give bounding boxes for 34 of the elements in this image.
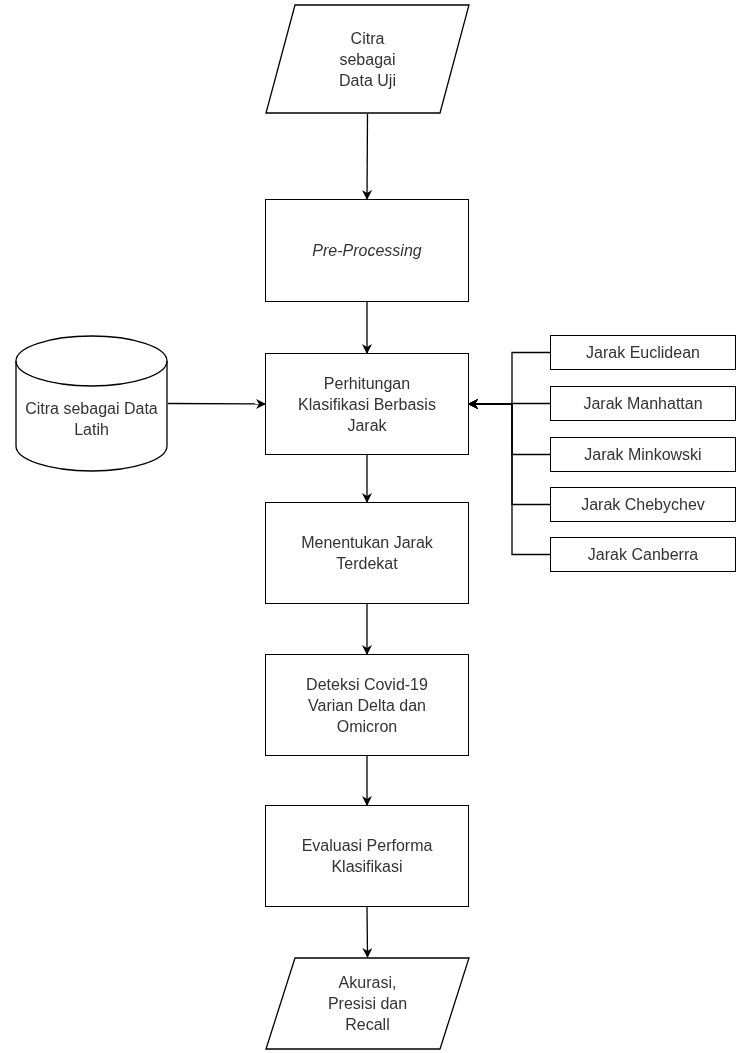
arrow [362, 603, 372, 655]
process-box [265, 654, 469, 756]
arrow [362, 454, 372, 503]
node-label: Perhitungan Klasifikasi Berbasis Jarak [297, 373, 437, 436]
node-label: Citra sebagai Data Latih [24, 398, 159, 440]
node-label: Jarak Canberra [586, 545, 700, 565]
node-label: Deteksi Covid-19 Varian Delta dan Omicron [305, 674, 429, 737]
arrow [362, 906, 373, 958]
data-parallelogram [265, 957, 470, 1050]
arrow [362, 301, 372, 354]
node-label: Evaluasi Performa Klasifikasi [300, 836, 434, 877]
process-box [265, 353, 469, 455]
node-label: Jarak Minkowski [583, 445, 703, 465]
arrow [362, 755, 372, 806]
arrow [362, 113, 373, 200]
node-label: Jarak Euclidean [585, 343, 701, 363]
process-box [550, 437, 736, 472]
data-parallelogram [265, 4, 470, 114]
process-box [550, 537, 736, 572]
arrow [468, 399, 551, 556]
node-label: Citra sebagai Data Uji [338, 28, 397, 91]
process-box [265, 502, 469, 604]
arrow [167, 398, 266, 409]
process-box [550, 487, 736, 522]
node-label: Menentukan Jarak Terdekat [300, 533, 434, 574]
node-label: Jarak Manhattan [582, 394, 704, 414]
process-box [550, 386, 736, 421]
database-cylinder [15, 335, 168, 472]
node-label: Akurasi, Presisi dan Recall [326, 973, 409, 1035]
process-box [265, 199, 469, 302]
node-label: Pre-Processing [311, 241, 423, 261]
process-box [265, 805, 469, 907]
node-label: Jarak Chebychev [580, 495, 706, 515]
process-box [550, 335, 736, 370]
